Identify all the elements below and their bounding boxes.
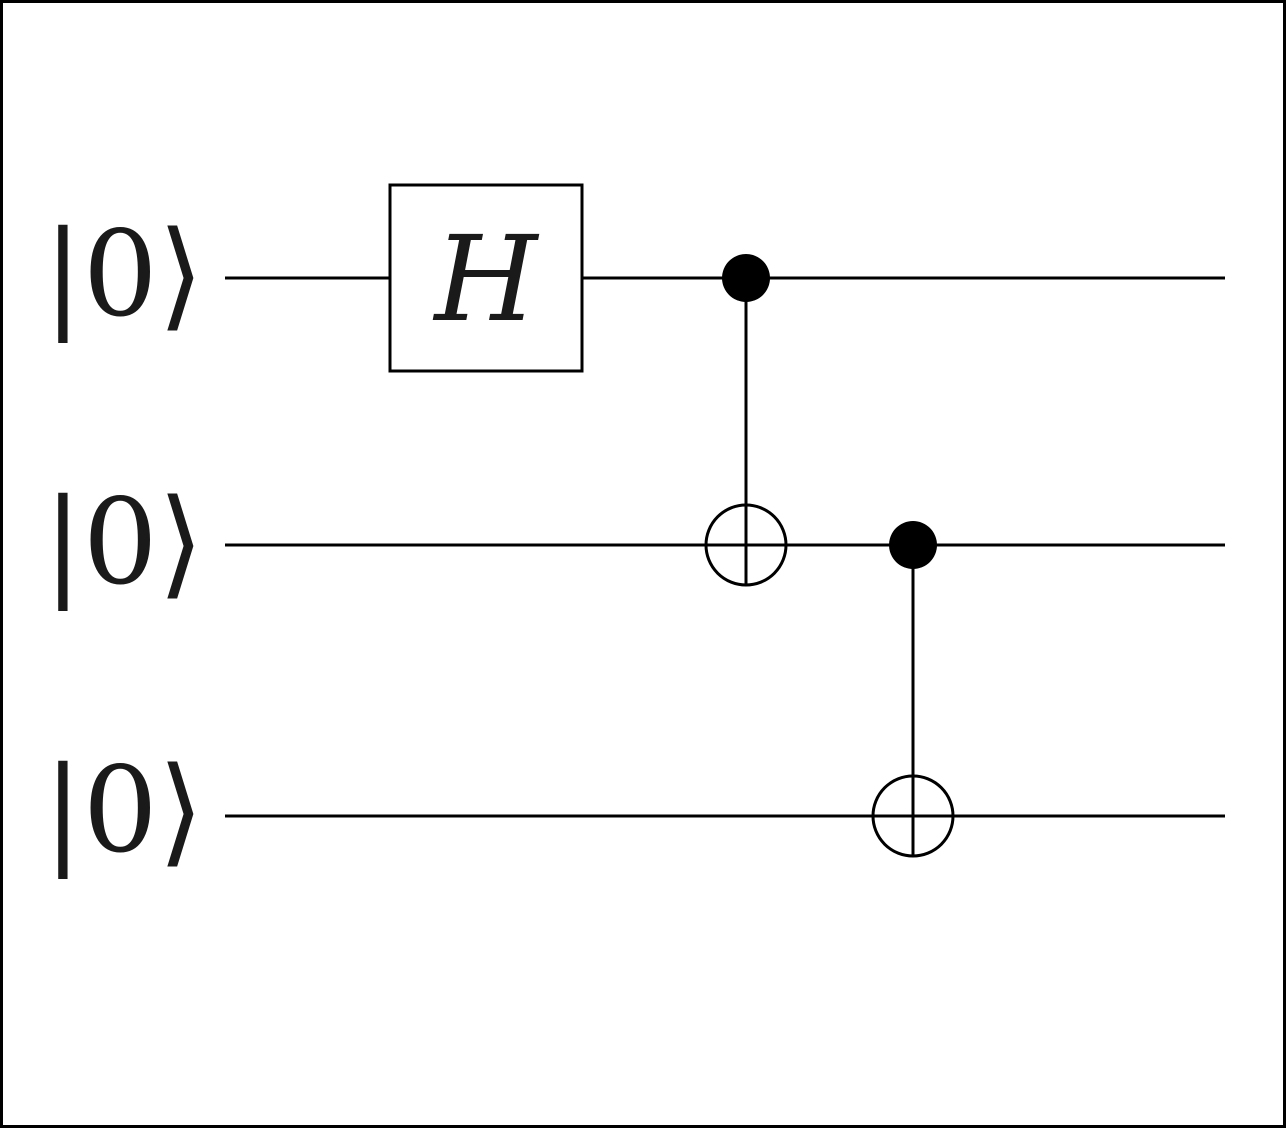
- qubit-0-label: |0⟩: [43, 205, 204, 343]
- gate-0-label: H: [433, 210, 540, 348]
- qubit-1-label: |0⟩: [43, 473, 204, 611]
- gate-1-control-dot: [722, 254, 770, 302]
- qubit-2-label: |0⟩: [43, 741, 204, 879]
- gate-0-box: [388, 183, 584, 373]
- quantum-circuit: H |0⟩ |0⟩ |0⟩: [43, 183, 1225, 879]
- gate-2-control-dot: [889, 521, 937, 569]
